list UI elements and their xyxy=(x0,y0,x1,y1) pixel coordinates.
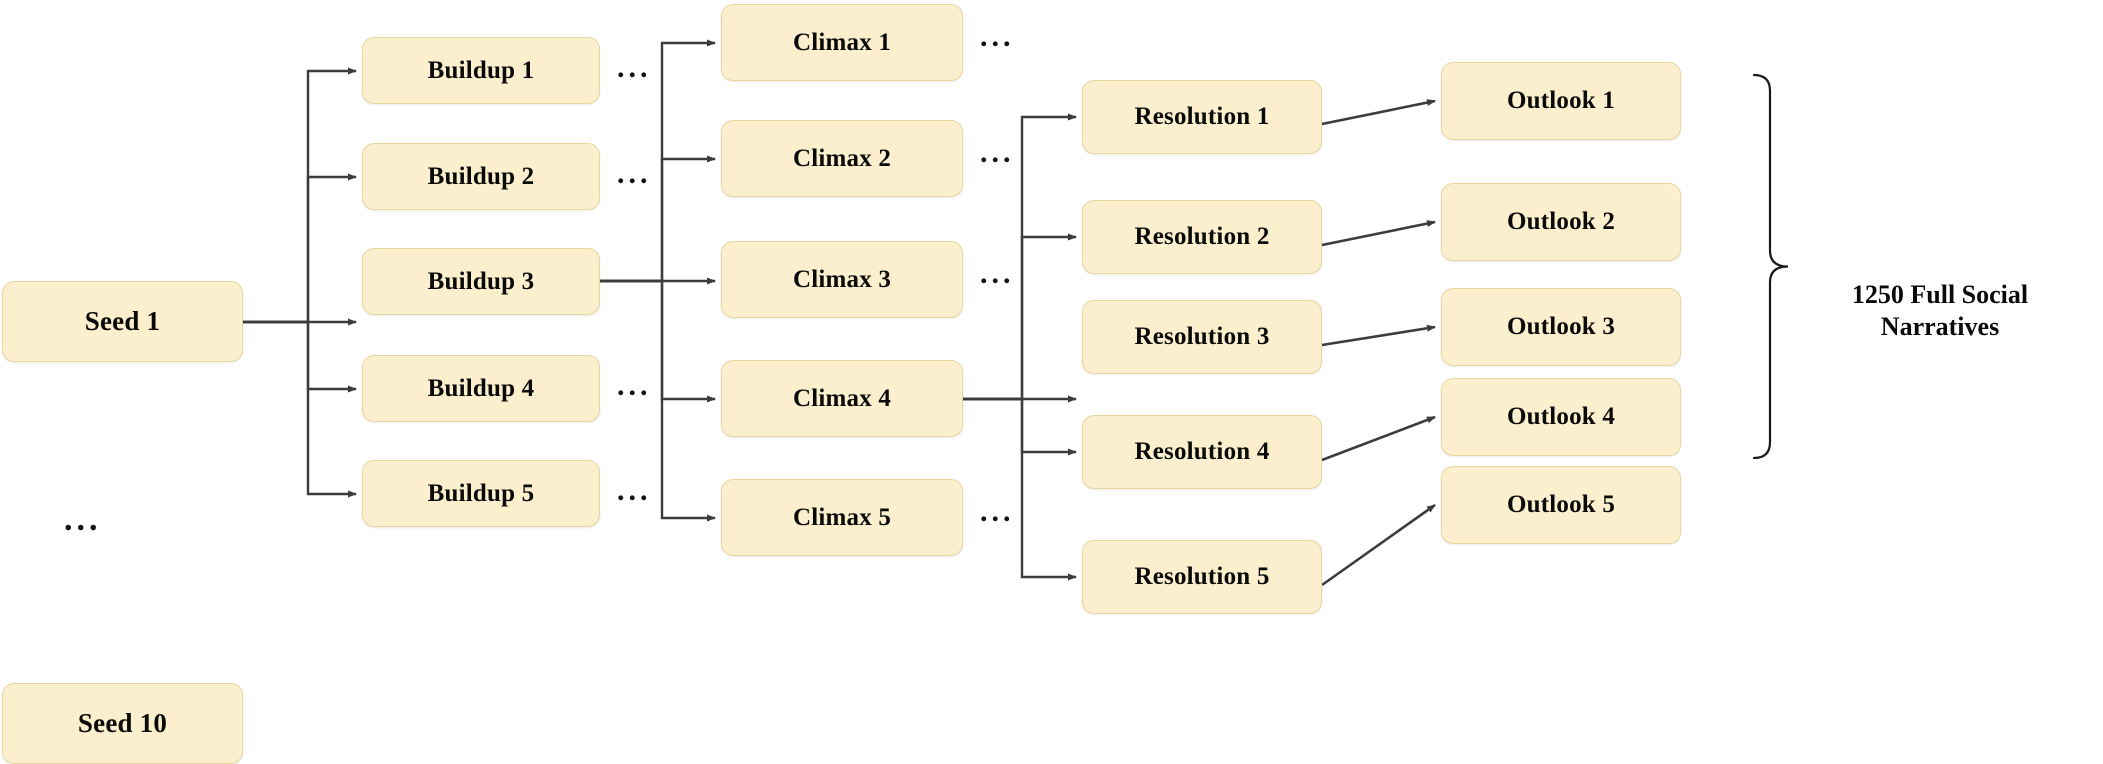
node-buildup-1[interactable]: Buildup 1 xyxy=(362,37,600,104)
edge-group-seed-to-buildup xyxy=(243,67,357,498)
node-seed-2[interactable]: Seed 10 xyxy=(2,683,243,764)
node-resolution-3[interactable]: Resolution 3 xyxy=(1082,300,1322,374)
ellipsis-buildup-1: ... xyxy=(617,51,652,84)
ellipsis-climax-1: ... xyxy=(980,20,1015,53)
node-buildup-5[interactable]: Buildup 5 xyxy=(362,460,600,527)
node-outlook-4[interactable]: Outlook 4 xyxy=(1441,378,1681,456)
node-resolution-5[interactable]: Resolution 5 xyxy=(1082,540,1322,614)
ellipsis-buildup-2: ... xyxy=(617,157,652,190)
ellipsis-climax-4: ... xyxy=(980,495,1015,528)
node-outlook-5[interactable]: Outlook 5 xyxy=(1441,466,1681,544)
node-resolution-2[interactable]: Resolution 2 xyxy=(1082,200,1322,274)
edge-group-buildup-to-climax xyxy=(600,39,716,522)
brace-label: 1250 Full Social Narratives xyxy=(1820,279,2060,342)
node-climax-2[interactable]: Climax 2 xyxy=(721,120,963,197)
brace-label-line1: 1250 Full Social xyxy=(1851,280,2029,309)
node-seed-1[interactable]: Seed 1 xyxy=(2,281,243,362)
ellipsis-buildup-4: ... xyxy=(617,474,652,507)
node-outlook-2[interactable]: Outlook 2 xyxy=(1441,183,1681,261)
ellipsis-seed-1: ... xyxy=(64,501,102,538)
node-buildup-2[interactable]: Buildup 2 xyxy=(362,143,600,210)
node-climax-1[interactable]: Climax 1 xyxy=(721,4,963,81)
grouping-brace-path xyxy=(1752,73,1789,460)
node-buildup-4[interactable]: Buildup 4 xyxy=(362,355,600,422)
node-resolution-1[interactable]: Resolution 1 xyxy=(1082,80,1322,154)
node-climax-4[interactable]: Climax 4 xyxy=(721,360,963,437)
node-climax-3[interactable]: Climax 3 xyxy=(721,241,963,318)
ellipsis-buildup-3: ... xyxy=(617,369,652,402)
node-resolution-4[interactable]: Resolution 4 xyxy=(1082,415,1322,489)
node-buildup-3[interactable]: Buildup 3 xyxy=(362,248,600,315)
ellipsis-climax-3: ... xyxy=(980,257,1015,290)
node-outlook-1[interactable]: Outlook 1 xyxy=(1441,62,1681,140)
node-outlook-3[interactable]: Outlook 3 xyxy=(1441,288,1681,366)
node-climax-5[interactable]: Climax 5 xyxy=(721,479,963,556)
ellipsis-climax-2: ... xyxy=(980,136,1015,169)
brace-label-line2: Narratives xyxy=(1880,311,2000,341)
edge-group-resolution-to-outlook xyxy=(1321,99,1436,587)
